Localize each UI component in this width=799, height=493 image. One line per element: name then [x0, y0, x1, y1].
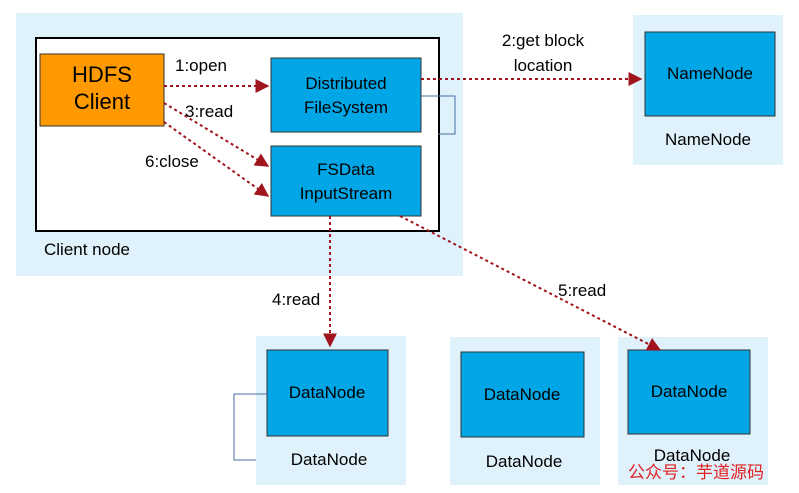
arrow-read-5	[399, 215, 662, 351]
datanode-caption-1: DataNode	[291, 450, 368, 469]
datanode-box-1	[266, 349, 389, 437]
fsdata-inputstream-label-line1: FSData	[317, 160, 375, 179]
step-read-3-label: 3:read	[185, 102, 233, 121]
hdfs-client-label-line2: Client	[74, 89, 130, 114]
arrow-read-3	[163, 102, 270, 167]
hdfs-client-label-line1: HDFS	[72, 62, 132, 87]
distributed-filesystem-box	[270, 57, 422, 133]
datanode-caption-2: DataNode	[486, 452, 563, 471]
datanode-box-3	[627, 349, 751, 435]
fsdata-inputstream-label-line2: InputStream	[300, 184, 393, 203]
datanode-caption-3: DataNode	[654, 446, 731, 465]
distributed-filesystem-label-line1: Distributed	[305, 74, 386, 93]
step-close-label: 6:close	[145, 152, 199, 171]
namenode-box-label: NameNode	[667, 64, 753, 83]
watermark: 公众号：芋道源码	[628, 463, 764, 483]
namenode-box	[644, 31, 776, 117]
fsdata-inputstream-box	[270, 145, 422, 217]
dfs-connector	[421, 95, 456, 135]
step-get-block-label-line2: location	[514, 56, 573, 75]
datanode-box-label-1: DataNode	[289, 383, 366, 402]
step-read-4-label: 4:read	[272, 290, 320, 309]
hdfs-client-box	[39, 53, 165, 127]
datanode-box-label-2: DataNode	[484, 385, 561, 404]
namenode-caption: NameNode	[665, 130, 751, 149]
datanode-1-connector	[233, 393, 267, 461]
step-get-block-label-line1: 2:get block	[502, 31, 585, 50]
step-read-5-label: 5:read	[558, 281, 606, 300]
datanode-box-2	[460, 351, 585, 438]
distributed-filesystem-label-line2: FileSystem	[304, 98, 388, 117]
client-node-label: Client node	[44, 240, 130, 259]
step-open-label: 1:open	[175, 56, 227, 75]
datanode-box-label-3: DataNode	[651, 382, 728, 401]
